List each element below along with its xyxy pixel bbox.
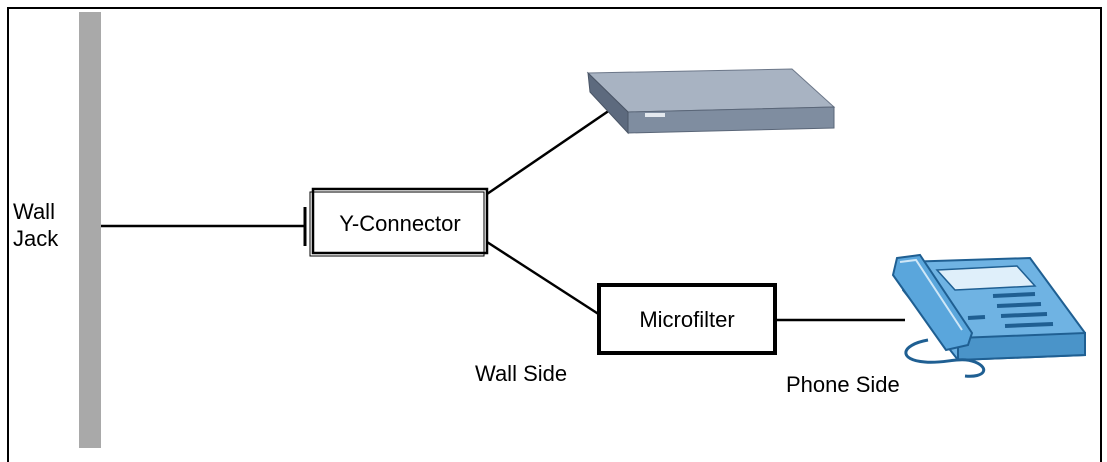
wall-bar [79, 12, 101, 448]
wall-jack-label-line1: Wall [13, 199, 55, 224]
connector-to-modem-line [486, 108, 611, 196]
connector-to-microfilter-line [486, 240, 601, 317]
microfilter-box [597, 283, 777, 355]
microfilter-label: Microfilter [639, 307, 734, 332]
wall-jack-label-line2: Jack [13, 226, 59, 251]
y-connector-label: Y-Connector [339, 211, 460, 236]
diagram-frame [7, 7, 1102, 462]
adsl-modem-icon [586, 68, 836, 135]
wall-side-label: Wall Side [475, 361, 568, 386]
telephone-icon [891, 253, 1086, 378]
phone-side-label: Phone Side [786, 372, 900, 397]
y-connector-box [309, 187, 489, 257]
